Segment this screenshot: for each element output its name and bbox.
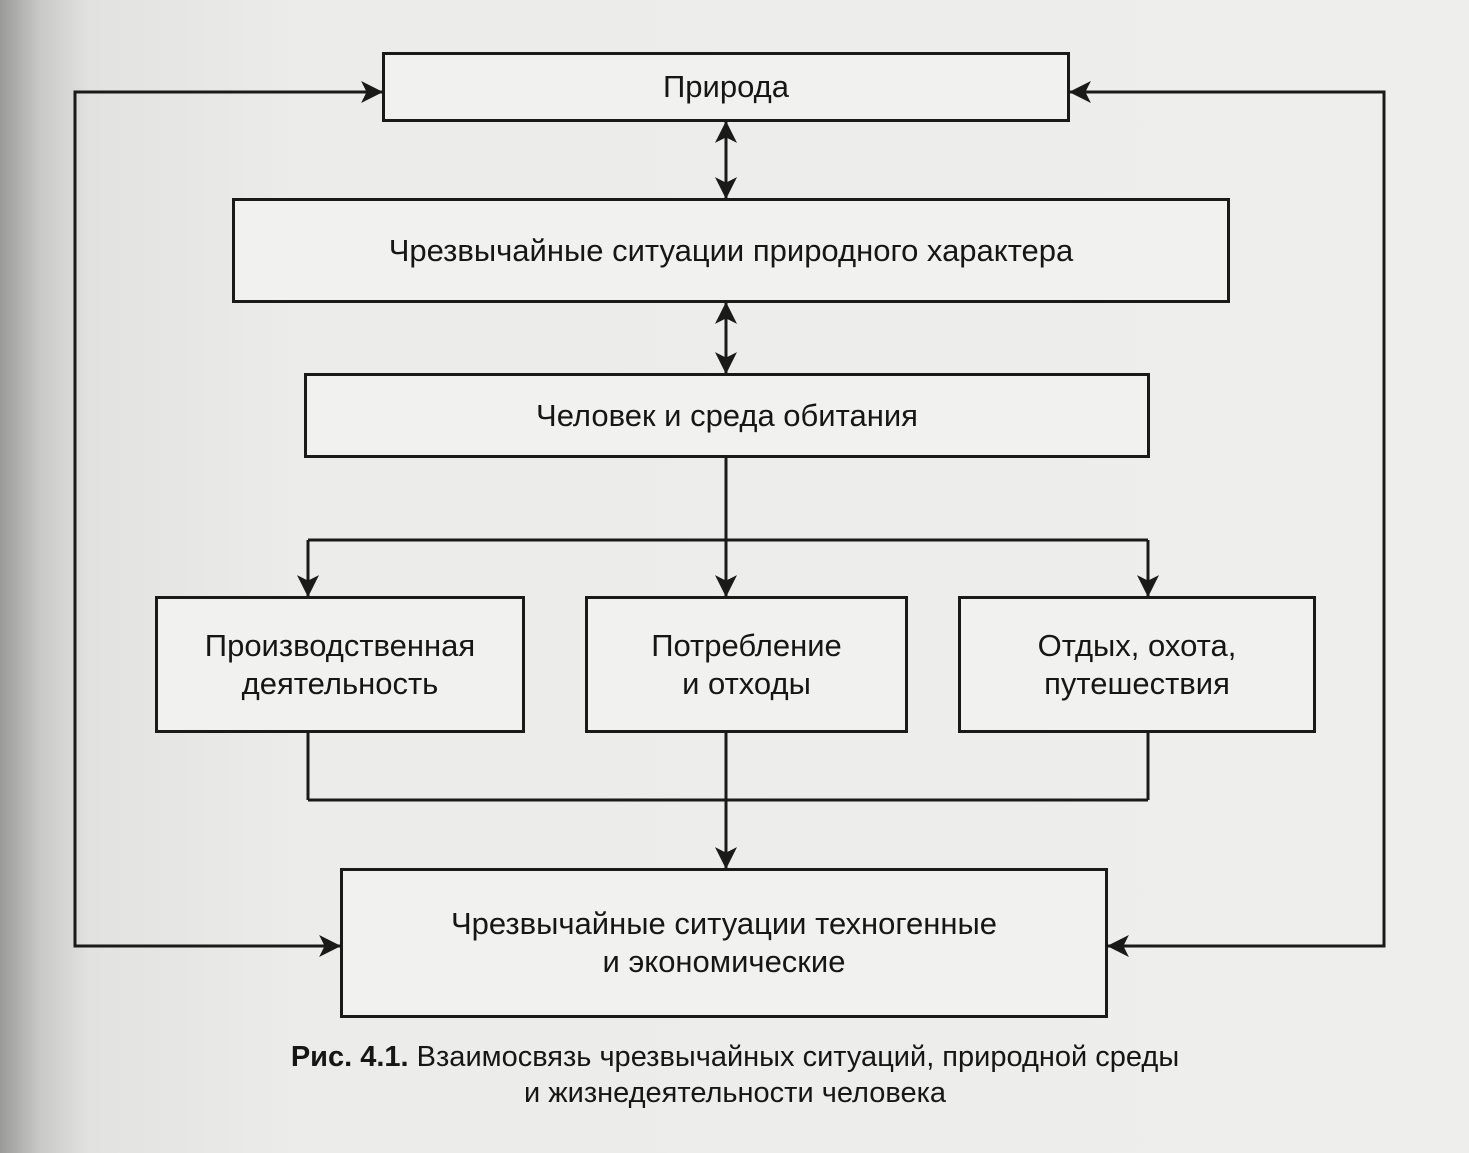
box-production-line2: деятельность	[241, 665, 439, 701]
box-technogenic-line2: и экономические	[602, 944, 846, 979]
box-natural-emergencies: Чрезвычайные ситуации природного характе…	[232, 198, 1230, 303]
box-technogenic: Чрезвычайные ситуации техногенные и экон…	[340, 868, 1108, 1018]
figure-caption: Рис. 4.1. Взаимосвязь чрезвычайных ситуа…	[140, 1040, 1330, 1112]
box-consumption-line1: Потребление	[651, 627, 842, 663]
box-production: Производственная деятельность	[155, 596, 525, 733]
box-consumption-line2: и отходы	[682, 665, 811, 701]
box-consumption: Потребление и отходы	[585, 596, 908, 733]
figure-caption-line1: Взаимосвязь чрезвычайных ситуаций, приро…	[416, 1041, 1180, 1073]
figure-caption-line2: и жизнедеятельности человека	[523, 1076, 947, 1109]
box-nature-label: Природа	[663, 69, 789, 105]
right-feedback-loop	[1068, 81, 1386, 957]
box-human-environment-label: Человек и среда обитания	[536, 397, 918, 433]
box-recreation-line2: путешествия	[1044, 665, 1230, 701]
box-nature: Природа	[382, 52, 1070, 122]
box-production-line1: Производственная	[204, 627, 476, 663]
box-recreation: Отдых, охота, путешествия	[958, 596, 1316, 733]
box-natural-emergencies-label: Чрезвычайные ситуации природного характе…	[388, 232, 1074, 268]
left-feedback-loop	[73, 81, 384, 957]
box-recreation-line1: Отдых, охота,	[1037, 627, 1237, 663]
figure-caption-label: Рис. 4.1.	[290, 1041, 409, 1073]
box-technogenic-line1: Чрезвычайные ситуации техногенные	[450, 906, 998, 942]
box-human-environment: Человек и среда обитания	[304, 373, 1150, 458]
